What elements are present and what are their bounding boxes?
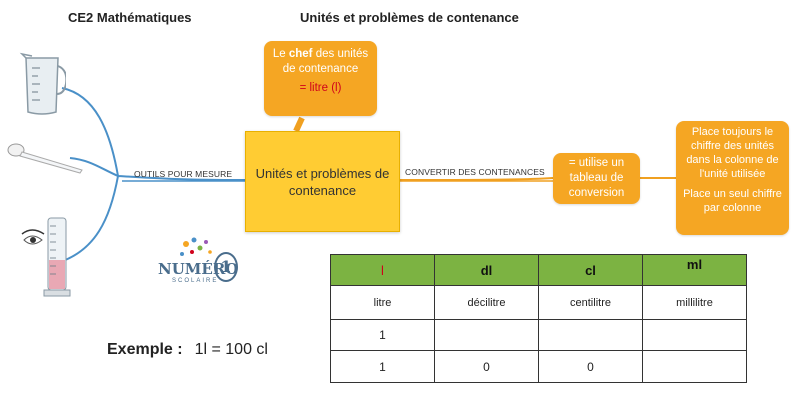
bubble-conversion-text: = utilise un tableau de conversion [568,157,625,199]
bubble-chief-pre: Le [272,48,289,60]
table-cell: centilitre [538,285,643,320]
table-cell [642,350,747,383]
bubble-chief-bold: chef [288,48,313,60]
subject-title: CE2 Mathématiques [68,10,192,25]
bubble-rules: Place toujours le chiffre des unités dan… [676,121,789,235]
table-header-dl: dl [434,254,539,286]
bubble-chief-post: des unités de contenance [282,48,369,75]
table-cell: litre [330,285,435,320]
central-node[interactable]: Unités et problèmes de contenance [245,131,400,232]
branch-label-convert: CONVERTIR DES CONTENANCES [405,167,545,177]
table-cell [642,319,747,351]
logo-sub: SCOLAIRE [172,278,219,284]
table-row: litre décilitre centilitre millilitre [330,285,747,320]
confetti-icon [180,237,212,256]
branch-label-tools: OUTILS POUR MESURE [134,169,233,179]
table-cell: 1 [330,350,435,383]
table-cell: 1 [330,319,435,351]
table-cell [538,319,643,351]
table-cell: 0 [434,350,539,383]
bubble-chief-litre: = litre (l) [299,82,342,94]
bubble-rules-para2: Place un seul chiffre par colonne [683,188,782,214]
example: Exemple : 1l = 100 cl [107,341,268,359]
central-node-label: Unités et problèmes de contenance [255,165,390,198]
table-cell: millilitre [642,285,747,320]
table-row: 1 0 0 [330,350,747,383]
page-title: Unités et problèmes de contenance [300,10,519,25]
numero1-logo: NUMÉRO 1 SCOLAIRE [158,234,238,294]
table-row: 1 [330,319,747,351]
example-label: Exemple : [107,341,183,358]
bubble-rules-para1: Place toujours le chiffre des unités dan… [686,126,779,180]
graduated-cylinder-icon [21,217,71,297]
table-cell [434,319,539,351]
table-header-ml: ml [642,254,747,286]
table-header-l: l [330,254,435,286]
measuring-jug-icon [19,52,66,115]
table-header-cl: cl [538,254,643,286]
table-cell: 0 [538,350,643,383]
logo-digit: 1 [214,252,238,282]
bubble-chief-unit: Le chef des unités de contenance = litre… [264,41,377,116]
conversion-table: l dl cl ml litre décilitre centilitre mi… [330,254,747,383]
bubble-conversion-table: = utilise un tableau de conversion [553,153,640,204]
table-cell: décilitre [434,285,539,320]
example-expression: 1l = 100 cl [194,341,268,358]
pipette-icon [7,143,83,174]
